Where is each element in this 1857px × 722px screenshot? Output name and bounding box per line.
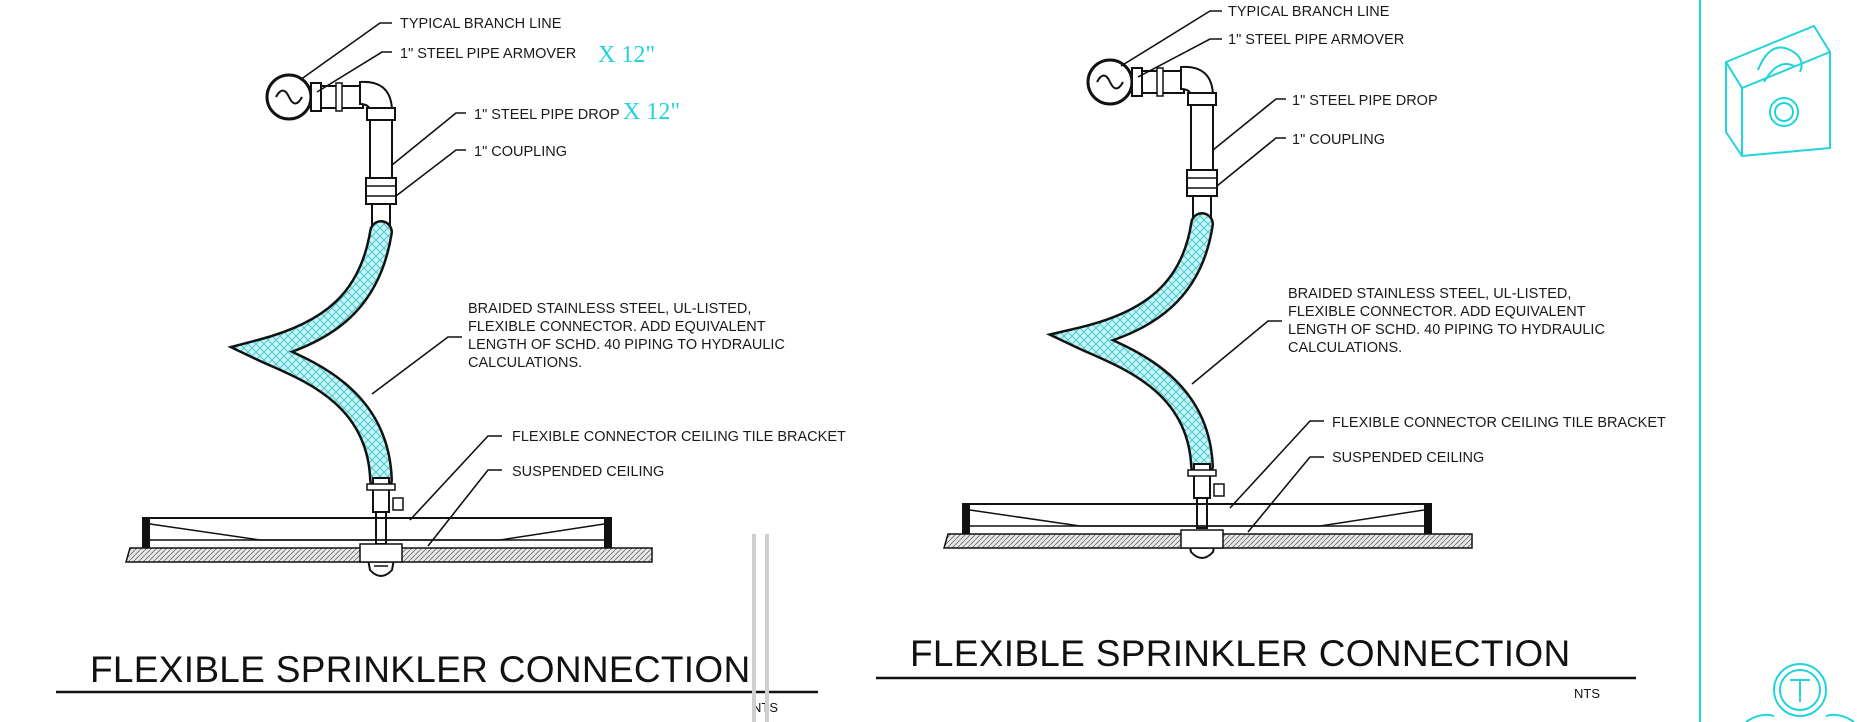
label-connector-note-1: BRAIDED STAINLESS STEEL, UL-LISTED, — [1288, 286, 1571, 302]
detail-title: FLEXIBLE SPRINKLER CONNECTION — [910, 633, 1570, 674]
branch-line-symbol — [265, 73, 313, 121]
ceiling-tile-bracket — [962, 503, 1432, 540]
label-branch-line: TYPICAL BRANCH LINE — [1228, 4, 1390, 20]
label-coupling: 1" COUPLING — [1292, 132, 1385, 148]
markup-armover-length: X 12" — [598, 42, 655, 68]
detail-title: FLEXIBLE SPRINKLER CONNECTION — [90, 649, 750, 690]
detail-right: TYPICAL BRANCH LINE 1" STEEL PIPE ARMOVE… — [876, 4, 1666, 701]
ceiling-tile-bracket — [142, 517, 612, 554]
label-branch-line: TYPICAL BRANCH LINE — [400, 16, 562, 32]
label-connector-note-2: FLEXIBLE CONNECTOR. ADD EQUIVALENT — [468, 319, 766, 335]
detail-left: TYPICAL BRANCH LINE 1" STEEL PIPE ARMOVE… — [56, 16, 846, 722]
label-connector-note-2: FLEXIBLE CONNECTOR. ADD EQUIVALENT — [1288, 304, 1586, 320]
label-connector-note-4: CALCULATIONS. — [1288, 340, 1402, 356]
suspended-ceiling — [125, 543, 653, 563]
armover-pipe — [1131, 65, 1217, 106]
hand-bag-icon — [1725, 24, 1831, 158]
circled-t-logo-icon — [1745, 663, 1855, 722]
label-armover: 1" STEEL PIPE ARMOVER — [1228, 32, 1404, 48]
markup-drop-length: X 12" — [623, 99, 680, 125]
label-ceiling: SUSPENDED CEILING — [1332, 450, 1484, 466]
scale-note: NTS — [1574, 686, 1600, 701]
label-connector-note-1: BRAIDED STAINLESS STEEL, UL-LISTED, — [468, 301, 751, 317]
drop-pipe — [365, 119, 397, 231]
drop-pipe — [1186, 104, 1218, 223]
label-connector-note-3: LENGTH OF SCHD. 40 PIPING TO HYDRAULIC — [468, 337, 785, 353]
label-armover: 1" STEEL PIPE ARMOVER — [400, 46, 576, 62]
label-bracket: FLEXIBLE CONNECTOR CEILING TILE BRACKET — [512, 429, 846, 445]
label-bracket: FLEXIBLE CONNECTOR CEILING TILE BRACKET — [1332, 415, 1666, 431]
leader-lines — [299, 22, 502, 547]
leader-lines — [1120, 10, 1324, 533]
label-ceiling: SUSPENDED CEILING — [512, 464, 664, 480]
label-connector-note-3: LENGTH OF SCHD. 40 PIPING TO HYDRAULIC — [1288, 322, 1605, 338]
label-drop: 1" STEEL PIPE DROP — [474, 107, 620, 123]
suspended-ceiling — [943, 529, 1473, 549]
label-coupling: 1" COUPLING — [474, 144, 567, 160]
title-strip — [1699, 0, 1855, 722]
label-connector-note-4: CALCULATIONS. — [468, 355, 582, 371]
armover-pipe — [310, 80, 396, 121]
branch-line-symbol — [1086, 58, 1134, 106]
label-drop: 1" STEEL PIPE DROP — [1292, 93, 1438, 109]
